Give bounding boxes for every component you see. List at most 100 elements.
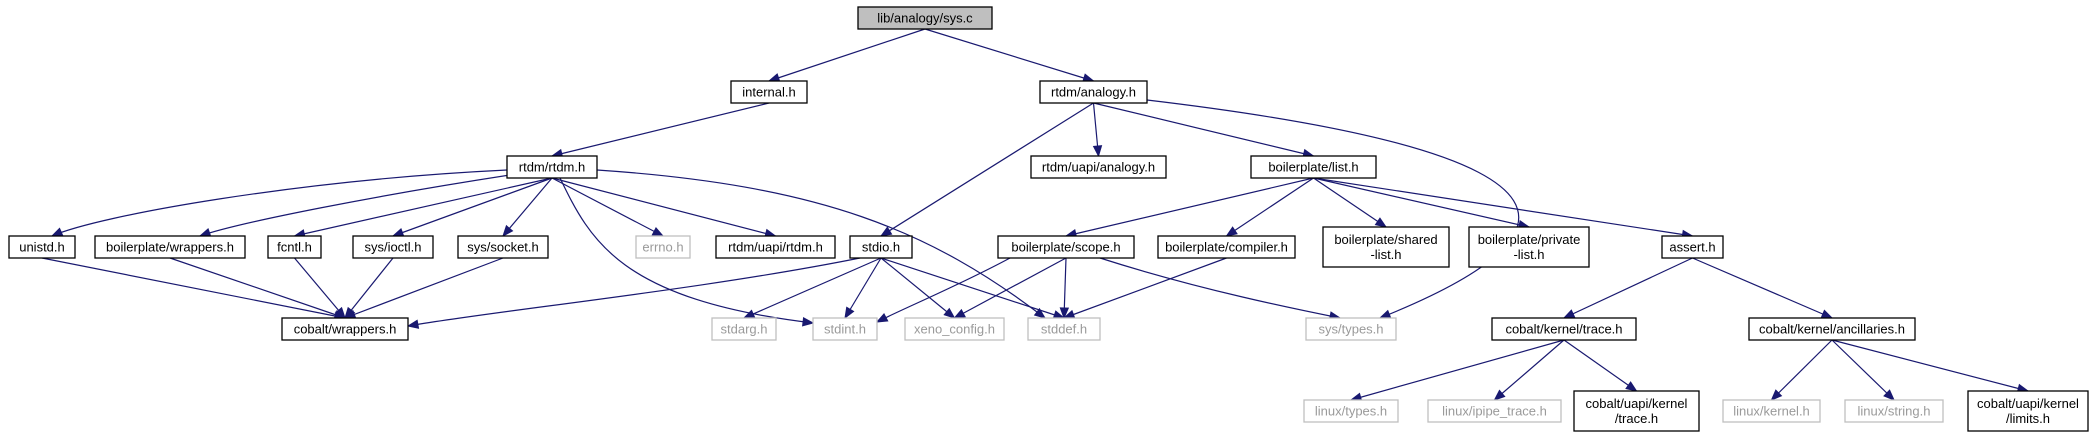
node-sys-ioctl-h[interactable]: sys/ioctl.h <box>352 235 434 259</box>
edge-boilerplate-scope-h-to-sys-types-h <box>1099 257 1342 321</box>
node-label: sys/types.h <box>1318 322 1383 337</box>
arrowhead <box>1883 389 1895 401</box>
edge-boilerplate-list-h-to-boilerplate-scope-h <box>1064 177 1314 239</box>
edge-fcntl-h-to-cobalt-wrappers-h <box>294 257 346 320</box>
edge-rtdm-rtdm-h-to-sys-ioctl-h <box>391 177 553 237</box>
node-cobalt-uapi-kernel-limits-h[interactable]: cobalt/uapi/kernel/limits.h <box>1967 390 2089 432</box>
node-box <box>1573 390 1700 432</box>
node-cobalt-uapi-kernel-trace-h[interactable]: cobalt/uapi/kernel/trace.h <box>1573 390 1700 432</box>
edge-stdio-h-to-cobalt-wrappers-h <box>406 257 861 329</box>
node-boilerplate-shared-list-h[interactable]: boilerplate/shared-list.h <box>1322 226 1450 268</box>
node-rtdm-analogy-h[interactable]: rtdm/analogy.h <box>1039 80 1148 104</box>
node-boilerplate-wrappers-h[interactable]: boilerplate/wrappers.h <box>94 235 246 259</box>
arrowhead <box>1493 389 1506 401</box>
node-cobalt-kernel-ancillaries-h[interactable]: cobalt/kernel/ancillaries.h <box>1748 317 1916 341</box>
edge-rtdm-rtdm-h-to-stdint-h <box>559 177 815 327</box>
arrowhead <box>1770 389 1783 401</box>
node-unistd-h[interactable]: unistd.h <box>8 235 76 259</box>
node-cobalt-wrappers-h[interactable]: cobalt/wrappers.h <box>281 317 409 341</box>
arrowhead <box>1562 309 1576 319</box>
node-box <box>1027 317 1101 341</box>
node-cobalt-kernel-trace-h[interactable]: cobalt/kernel/trace.h <box>1491 317 1637 341</box>
node-box <box>711 317 777 341</box>
node-xeno-config-h: xeno_config.h <box>904 317 1005 341</box>
node-box <box>730 80 808 104</box>
node-label: internal.h <box>742 85 795 100</box>
node-box <box>1661 235 1724 259</box>
node-rtdm-uapi-rtdm-h[interactable]: rtdm/uapi/rtdm.h <box>715 235 836 259</box>
edge-boilerplate-list-h-to-boilerplate-shared-list-h <box>1313 177 1388 228</box>
node-box <box>281 317 409 341</box>
node-box <box>1039 80 1148 104</box>
arrowhead <box>1378 309 1392 319</box>
arrowhead <box>651 226 665 237</box>
edge-cobalt-kernel-ancillaries-h-to-linux-string-h <box>1831 339 1895 401</box>
node-label: cobalt/wrappers.h <box>294 322 397 337</box>
edge-cobalt-kernel-trace-h-to-cobalt-uapi-kernel-trace-h <box>1563 339 1638 392</box>
arrowhead <box>875 312 889 323</box>
edge-stdio-h-to-stddef-h <box>880 257 1066 320</box>
node-label: boilerplate/list.h <box>1268 160 1358 175</box>
node-label: cobalt/uapi/kernel <box>1586 396 1688 411</box>
node-assert-h[interactable]: assert.h <box>1661 235 1724 259</box>
node-box <box>1967 390 2089 432</box>
node-fcntl-h[interactable]: fcntl.h <box>267 235 322 259</box>
arrowhead <box>802 317 815 327</box>
node-stdio-h[interactable]: stdio.h <box>849 235 913 259</box>
node-label: /trace.h <box>1615 411 1658 426</box>
node-box <box>849 235 913 259</box>
edge-boilerplate-list-h-to-boilerplate-private-list-h <box>1313 177 1531 230</box>
node-errno-h: errno.h <box>635 235 691 259</box>
node-label: cobalt/kernel/ancillaries.h <box>1759 322 1905 337</box>
node-rtdm-rtdm-h[interactable]: rtdm/rtdm.h <box>506 155 598 179</box>
node-label: rtdm/rtdm.h <box>519 160 585 175</box>
node-boilerplate-list-h[interactable]: boilerplate/list.h <box>1250 155 1377 179</box>
node-label: boilerplate/scope.h <box>1011 240 1120 255</box>
node-boilerplate-scope-h[interactable]: boilerplate/scope.h <box>997 235 1135 259</box>
arrowhead <box>943 307 956 319</box>
edge-assert-h-to-cobalt-kernel-trace-h <box>1562 257 1693 319</box>
node-label: rtdm/uapi/analogy.h <box>1042 160 1155 175</box>
node-label: xeno_config.h <box>914 322 995 337</box>
edge-stdio-h-to-xeno-config-h <box>880 257 956 319</box>
node-sys-socket-h[interactable]: sys/socket.h <box>457 235 549 259</box>
dependency-edges <box>41 28 2030 402</box>
edge-rtdm-analogy-h-to-sys-types-h <box>1146 99 1520 319</box>
arrowhead <box>1092 145 1103 158</box>
arrowhead <box>391 227 405 237</box>
node-sys-types-h: sys/types.h <box>1305 317 1397 341</box>
edge-cobalt-kernel-ancillaries-h-to-cobalt-uapi-kernel-limits-h <box>1831 339 2030 393</box>
arrowhead <box>879 226 893 237</box>
node-label: fcntl.h <box>277 240 312 255</box>
node-label: sys/ioctl.h <box>364 240 421 255</box>
file-nodes: lib/analogy/sys.c internal.h rtdm/analogy.… <box>8 6 2089 432</box>
node-rtdm-uapi-analogy-h[interactable]: rtdm/uapi/analogy.h <box>1030 155 1167 179</box>
node-label: stdarg.h <box>721 322 768 337</box>
node-box <box>1468 226 1590 268</box>
node-boilerplate-private-list-h[interactable]: boilerplate/private-list.h <box>1468 226 1590 268</box>
node-sys-c[interactable]: lib/analogy/sys.c <box>857 6 993 30</box>
node-box <box>1030 155 1167 179</box>
node-label: linux/kernel.h <box>1733 404 1810 419</box>
node-label: unistd.h <box>19 240 65 255</box>
edge-boilerplate-compiler-h-to-stddef-h <box>1062 257 1227 319</box>
arrowhead <box>844 306 855 320</box>
node-box <box>1748 317 1916 341</box>
edge-cobalt-kernel-trace-h-to-linux-types-h <box>1349 339 1565 402</box>
arrowhead <box>1625 381 1638 392</box>
edge-rtdm-rtdm-h-to-fcntl-h <box>293 177 553 239</box>
node-internal-h[interactable]: internal.h <box>730 80 808 104</box>
node-box <box>1491 317 1637 341</box>
node-label: errno.h <box>642 240 683 255</box>
node-label: rtdm/analogy.h <box>1051 85 1136 100</box>
edge-rtdm-analogy-h-to-rtdm-uapi-analogy-h <box>1092 102 1103 158</box>
arrowhead <box>742 309 756 319</box>
node-box <box>904 317 1005 341</box>
edge-rtdm-rtdm-h-to-errno-h <box>551 177 665 237</box>
node-linux-types-h: linux/types.h <box>1303 399 1399 423</box>
node-box <box>1322 226 1450 268</box>
edge-assert-h-to-cobalt-kernel-ancillaries-h <box>1692 257 1834 319</box>
edge-boilerplate-list-h-to-boilerplate-compiler-h <box>1225 177 1314 237</box>
node-boilerplate-compiler-h[interactable]: boilerplate/compiler.h <box>1157 235 1296 259</box>
